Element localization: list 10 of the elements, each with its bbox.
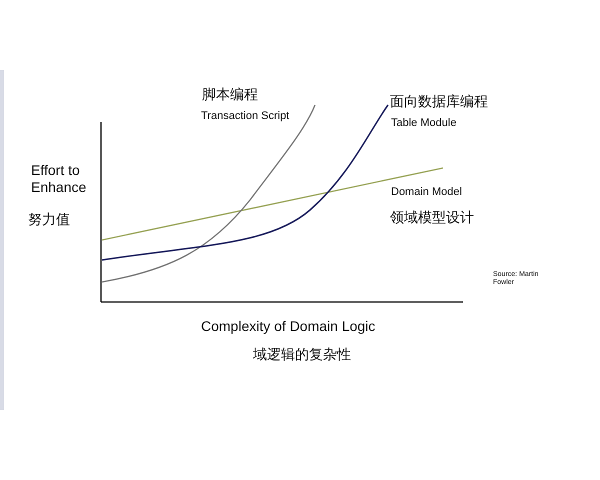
chart-label: Transaction Script	[201, 110, 290, 124]
chart-label: 脚本编程	[202, 86, 259, 103]
chart-label: 领域模型设计	[390, 209, 475, 226]
chart-label: 域逻辑的复杂性	[253, 346, 352, 363]
chart-label: Domain Model	[391, 186, 463, 200]
chart-label: Complexity of Domain Logic	[201, 318, 376, 335]
chart-label: Effort to Enhance	[31, 162, 88, 196]
chart-label: Table Module	[391, 117, 458, 130]
chart-label: 面向数据库编程	[390, 93, 489, 110]
chart-label: 努力值	[28, 211, 71, 228]
